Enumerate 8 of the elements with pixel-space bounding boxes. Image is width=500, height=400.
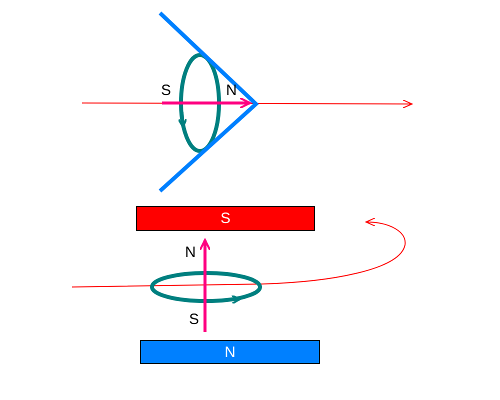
bar-magnet [140,340,320,364]
pole-label: N [226,83,237,98]
pole-label: S [220,210,230,227]
pole-label: N [224,344,236,360]
pole-label: S [189,312,200,327]
pole-label: S [161,83,172,98]
bar-magnet [136,206,315,231]
pole-label: N [185,245,196,260]
